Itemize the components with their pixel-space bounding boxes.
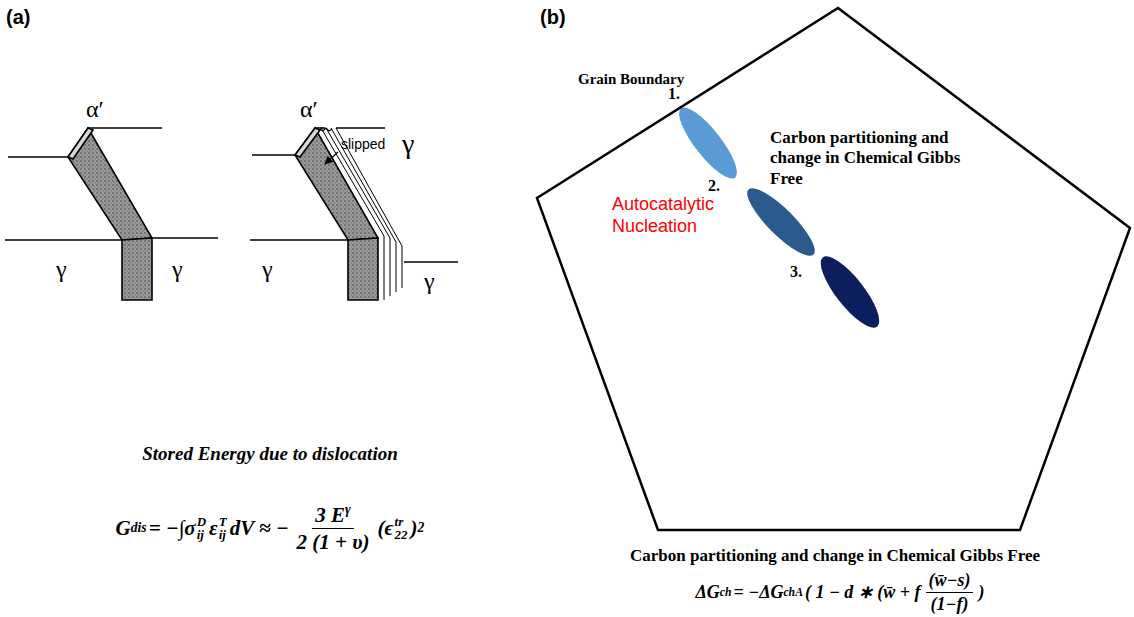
equation: Gdis= −∫σDijεTijdV ≈ −3 Eγ2 (1 + υ)(ϵtr2… <box>20 498 520 558</box>
callout-number: 1. <box>668 84 680 103</box>
denominator: 2 (1 + υ) <box>294 529 373 554</box>
grain-outline: Grain Boundary1.2.3.Autocatalytic Nuclea… <box>535 6 1132 534</box>
formula-term: ij <box>197 528 206 541</box>
panel-letter: (b) <box>540 6 566 29</box>
phase-label: α′ <box>86 96 104 124</box>
formula-term: ) <box>411 516 418 541</box>
phase-label: γ <box>402 128 414 160</box>
formula-term: ε <box>209 516 218 541</box>
formula-term: chA <box>783 586 802 599</box>
formula-term: 2 (1 + υ) <box>297 530 370 554</box>
formula-term: (w̄−s) <box>929 570 971 590</box>
phase-label: α′ <box>300 96 318 124</box>
formula-term: ( 1 − d ∗ (w̄ + f <box>805 581 921 603</box>
process-label: Carbon partitioning and change in Chemic… <box>770 128 992 189</box>
formula-term: σ <box>184 516 195 541</box>
formula-term: T <box>219 515 227 528</box>
formula-term: 2 <box>418 520 425 536</box>
formula-term: tr <box>395 515 408 528</box>
index-stack: Dij <box>197 515 206 541</box>
phase-label: γ <box>262 256 273 284</box>
index-stack: tr22 <box>395 515 408 541</box>
formula-term: 3 E <box>315 503 345 527</box>
fraction: 3 Eγ2 (1 + υ) <box>294 502 373 554</box>
numerator: (w̄−s) <box>926 570 974 593</box>
formula-term: ΔG <box>696 582 720 603</box>
section-heading: Stored Energy due to dislocation <box>20 443 520 465</box>
numerator: 3 Eγ <box>312 502 353 529</box>
fraction: (w̄−s) (1−f) <box>926 570 974 614</box>
mechanism-label: Autocatalytic Nucleation <box>612 194 732 237</box>
formula-term: γ <box>345 502 351 517</box>
slipped-plate-sketch <box>250 128 458 300</box>
formula-term: = −∫ <box>149 516 185 541</box>
formula-term: = −ΔG <box>733 582 783 603</box>
callout-number: 3. <box>790 262 802 281</box>
section-heading: Carbon partitioning and change in Chemic… <box>540 546 1130 566</box>
formula-term: G <box>116 516 131 541</box>
equation: ΔGch= −ΔGchA( 1 − d ∗ (w̄ + f (w̄−s) (1−f)… <box>560 568 1120 616</box>
formula-term: ij <box>219 528 227 541</box>
formula-term: D <box>197 515 206 528</box>
formula-term: ch <box>720 586 732 599</box>
grain-boundary-line <box>537 8 1130 530</box>
formula-term: dis <box>131 520 147 536</box>
formula-term: dV ≈ − <box>230 516 289 541</box>
phase-label: γ <box>424 268 435 296</box>
callout-number: 2. <box>708 176 720 195</box>
phase-label: γ <box>56 256 67 284</box>
formula-term: (1−f) <box>931 594 969 614</box>
plate-sketch <box>5 128 218 300</box>
annotation: slipped <box>341 136 385 152</box>
denominator: (1−f) <box>928 593 972 615</box>
phase-label: γ <box>172 256 183 284</box>
formula-term: 22 <box>395 528 408 541</box>
formula-term: (ϵ <box>378 516 394 541</box>
panel-letter: (a) <box>6 6 30 29</box>
formula-term: ) <box>978 582 984 603</box>
index-stack: Tij <box>219 515 227 541</box>
